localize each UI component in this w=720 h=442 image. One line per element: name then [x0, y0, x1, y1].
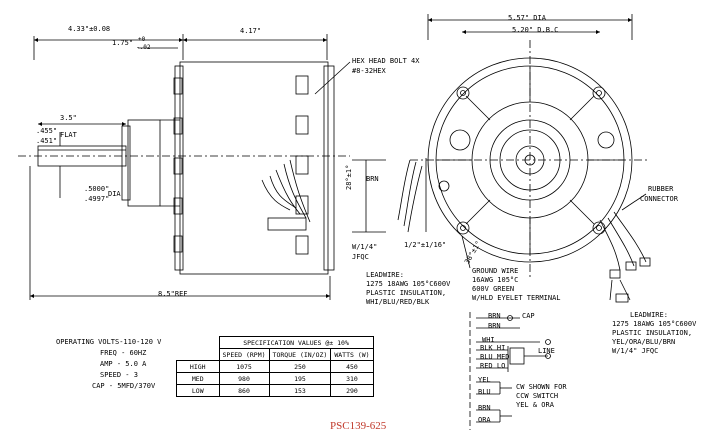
dim-body-length: 4.17" — [240, 27, 262, 35]
lead-left-line-1: 1275 18AWG 105°C600V — [366, 280, 451, 288]
ground-label-4: W/HLD EYELET TERMINAL — [472, 294, 561, 302]
operating-amp: AMP - 5.0 A — [100, 360, 147, 368]
wiring-line: LINE — [538, 347, 555, 355]
dim-shaft-dia-a: .5000" — [84, 185, 110, 193]
wiring-cap: CAP — [522, 312, 535, 320]
wiring-blk-hi: BLK HI — [480, 344, 506, 352]
dim-boss-tol-minus: -.02 — [136, 44, 151, 51]
lead-left-line-3: WHI/BLU/RED/BLK — [366, 298, 430, 306]
lead-left-line-2: PLASTIC INSULATION, — [366, 289, 447, 297]
operating-freq: FREQ - 60HZ — [100, 349, 147, 357]
ccw-note-3: YEL & ORA — [516, 401, 554, 409]
wiring-ora: ORA — [478, 416, 491, 424]
wire-width-label: W/1/4" — [352, 243, 378, 251]
operating-speed: SPEED - 3 — [100, 371, 138, 379]
wiring-yel: YEL — [478, 376, 491, 384]
motor-body — [179, 61, 329, 275]
spec-table: SPECIFICATION VALUES @± 10% SPEED (RPM) … — [176, 336, 374, 397]
hex-bolt-label-1: HEX HEAD BOLT 4X — [352, 57, 420, 65]
hex-bolt-label-2: #8-32HEX — [352, 67, 386, 75]
wire-jfqc-label: JFQC — [352, 253, 369, 261]
dim-flat-b: .451" — [36, 137, 58, 145]
dim-shaft-dia-label: DIA — [108, 190, 121, 198]
row-torque: 195 — [268, 372, 332, 385]
dim-bolt-circle: 5.20" D.B.C — [512, 26, 559, 34]
dim-jfqc-width: 1/2"±1/16" — [404, 241, 447, 249]
dim-boss-tol-plus: +0 — [138, 36, 146, 43]
wiring-red-lo: RED LO — [480, 362, 506, 370]
ground-label-3: 600V GREEN — [472, 285, 515, 293]
operating-cap: CAP - 5MFD/370V — [92, 382, 156, 390]
dim-shaft-length: 3.5" — [60, 114, 77, 122]
wiring-brn-cap-2: BRN — [488, 322, 501, 330]
dim-overall-ref: 8.5"REF — [158, 290, 188, 298]
dim-overall-width: 4.33"±0.08 — [68, 25, 111, 33]
lead-left-line-0: LEADWIRE: — [366, 271, 404, 279]
ccw-note-1: CW SHOWN FOR — [516, 383, 567, 391]
lead-right-line-1: 1275 18AWG 105°C600V — [612, 320, 697, 328]
ground-label-1: GROUND WIRE — [472, 267, 519, 275]
wiring-whi: WHI — [482, 336, 495, 344]
table-row: MED 980 195 310 — [176, 372, 374, 385]
table-row: LOW 860 153 290 — [176, 384, 374, 397]
part-number: PSC139-625 — [330, 420, 387, 432]
row-watts: 450 — [330, 360, 374, 373]
row-watts: 290 — [330, 384, 374, 397]
row-name: MED — [176, 372, 220, 385]
dim-boss-offset: 1.75" — [112, 39, 134, 47]
wiring-blu-med: BLU MED — [480, 353, 510, 361]
dim-diameter: 5.57" DIA — [508, 14, 546, 22]
spec-header-torque: TORQUE (IN/OZ) — [268, 348, 332, 361]
row-name: LOW — [176, 384, 220, 397]
row-torque: 250 — [268, 360, 332, 373]
dim-height-side: 28°±1° — [345, 164, 353, 190]
dim-flat-a: .455" — [36, 127, 58, 135]
lead-right-line-2: PLASTIC INSULATION, — [612, 329, 693, 337]
wiring-brn-sw: BRN — [478, 404, 491, 412]
rubber-label-2: CONNECTOR — [640, 195, 678, 203]
row-speed: 1075 — [218, 360, 270, 373]
spec-header-watts: WATTS (W) — [330, 348, 374, 361]
operating-specs: OPERATING VOLTS-110-120 V FREQ - 60HZ AM… — [56, 337, 161, 392]
brn-label: BRN — [366, 175, 379, 183]
lead-right-line-3: YEL/ORA/BLU/BRN — [612, 338, 676, 346]
row-torque: 153 — [268, 384, 332, 397]
wiring-brn-cap-1: BRN — [488, 312, 501, 320]
ground-label-2: 16AWG 105°C — [472, 276, 519, 284]
dim-flat-label: FLAT — [60, 131, 77, 139]
lead-right-line-4: W/1/4" JFQC — [612, 347, 659, 355]
wiring-blu: BLU — [478, 388, 491, 396]
lead-right-line-0: LEADWIRE: — [630, 311, 668, 319]
row-speed: 860 — [218, 384, 270, 397]
spec-header-speed: SPEED (RPM) — [218, 348, 270, 361]
rubber-label-1: RUBBER — [648, 185, 674, 193]
spec-title: SPECIFICATION VALUES @± 10% — [218, 336, 374, 349]
operating-volts: OPERATING VOLTS-110-120 V — [56, 338, 162, 346]
ccw-note-2: CCW SWITCH — [516, 392, 559, 400]
row-speed: 980 — [218, 372, 270, 385]
dim-shaft-dia-b: .4997" — [84, 195, 110, 203]
row-watts: 310 — [330, 372, 374, 385]
table-row: HIGH 1075 250 450 — [176, 360, 374, 373]
row-name: HIGH — [176, 360, 220, 373]
